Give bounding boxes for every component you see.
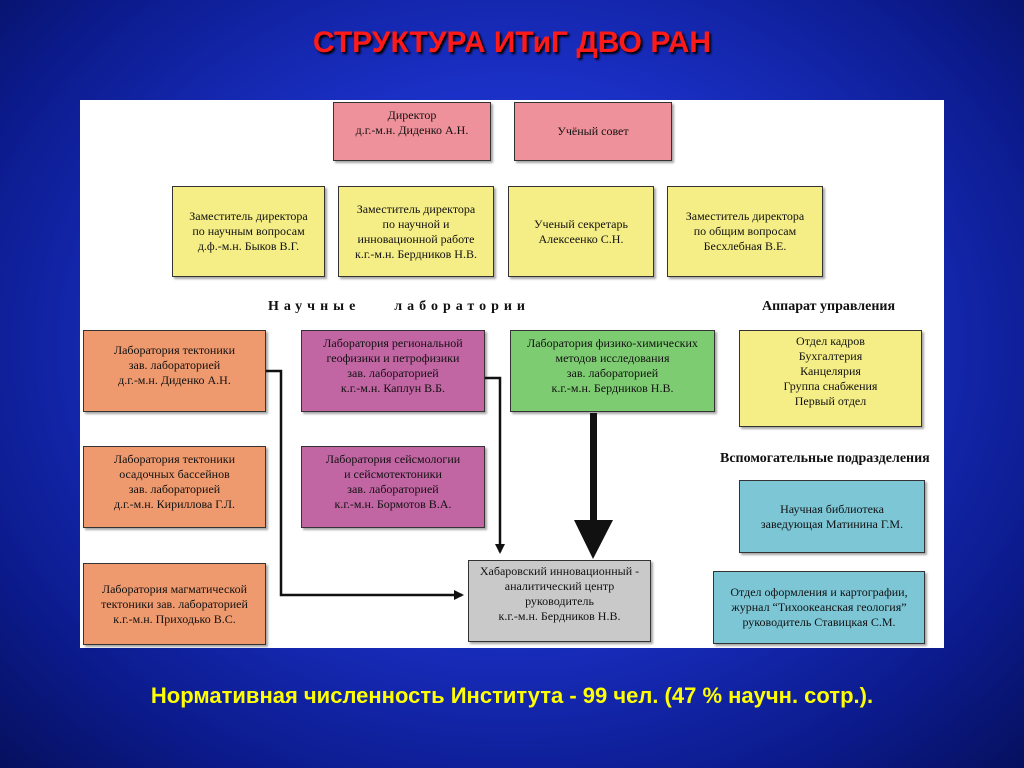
lab-sedimentary-box: Лаборатория тектоники осадочных бассейно… xyxy=(83,446,266,528)
academic-council-box: Учёный совет xyxy=(514,102,672,161)
lab-physchem-box: Лаборатория физико-химических методов ис… xyxy=(510,330,715,412)
slide-title: СТРУКТУРА ИТиГ ДВО РАН xyxy=(312,26,712,59)
lab-tectonics-box: Лаборатория тектоники зав. лабораторией … xyxy=(83,330,266,412)
labs-heading: Научные лаборатории xyxy=(268,299,530,314)
innovation-center-box: Хабаровский инновационный - аналитически… xyxy=(468,560,651,642)
library-box: Научная библиотека заведующая Матинина Г… xyxy=(739,480,925,553)
admin-units-box: Отдел кадров Бухгалтерия Канцелярия Груп… xyxy=(739,330,922,427)
lab-seismology-box: Лаборатория сейсмологии и сейсмотектоник… xyxy=(301,446,485,528)
deputy-innovation-box: Заместитель директора по научной и иннов… xyxy=(338,186,494,277)
director-box: Директор д.г.-м.н. Диденко А.Н. xyxy=(333,102,491,161)
footer-text: Нормативная численность Института - 99 ч… xyxy=(150,683,874,708)
cartography-box: Отдел оформления и картографии, журнал “… xyxy=(713,571,925,644)
deputy-science-box: Заместитель директора по научным вопроса… xyxy=(172,186,325,277)
admin-heading: Аппарат управления xyxy=(762,299,896,314)
lab-geophysics-box: Лаборатория региональной геофизики и пет… xyxy=(301,330,485,412)
lab-magmatic-box: Лаборатория магматической тектоники зав.… xyxy=(83,563,266,645)
scientific-secretary-box: Ученый секретарь Алексеенко С.Н. xyxy=(508,186,654,277)
auxiliary-heading: Вспомогательные подразделения xyxy=(720,451,930,466)
deputy-general-box: Заместитель директора по общим вопросам … xyxy=(667,186,823,277)
